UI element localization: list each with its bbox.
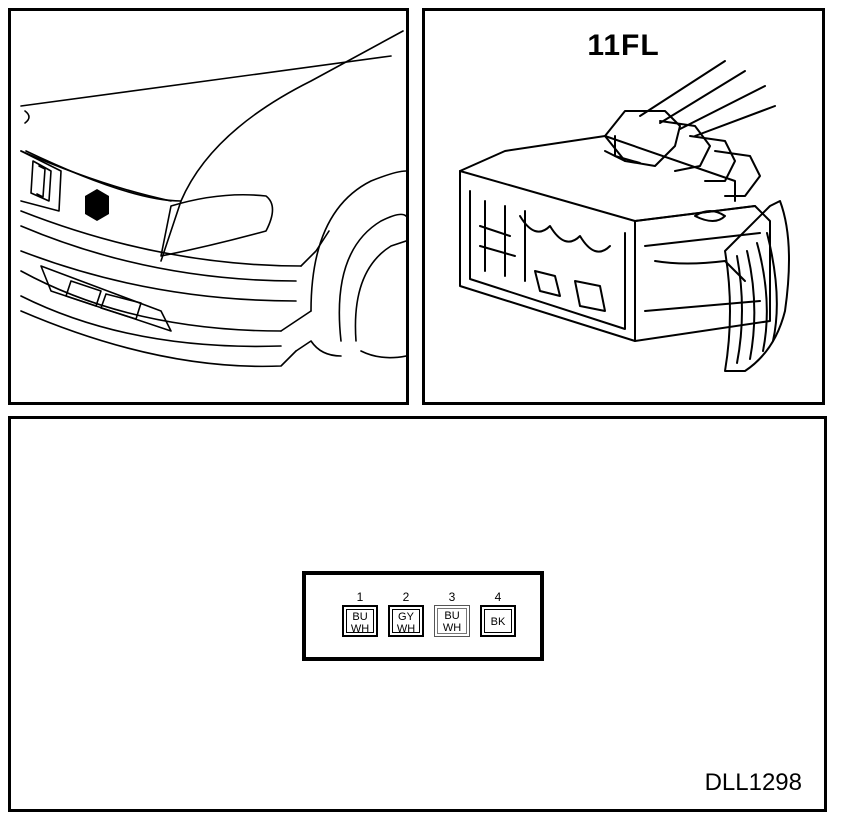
pin-number: 1 <box>356 590 364 604</box>
car-location-panel <box>8 8 409 405</box>
wire-color-stripe: WH <box>442 622 462 634</box>
wire-color-primary: BK <box>490 616 506 628</box>
pin-number: 3 <box>448 590 456 604</box>
bumper-strip <box>40 265 172 332</box>
pin-number: 4 <box>494 590 502 604</box>
wire-color-primary: BU <box>352 611 368 623</box>
pinout-panel: 1 BU WH 2 GY WH 3 BU WH 4 BK D <box>8 416 827 812</box>
pin-cavity: BU WH <box>434 605 470 637</box>
wire <box>639 60 726 117</box>
pin-cavity: GY WH <box>388 605 424 637</box>
bumper-top <box>20 210 302 267</box>
reference-code: DLL1298 <box>704 769 802 796</box>
pin-1: 1 BU WH <box>342 590 378 637</box>
connector-illustration <box>459 60 790 372</box>
pin-3: 3 BU WH <box>434 590 470 637</box>
pin-number: 2 <box>402 590 410 604</box>
connector-pinout: 1 BU WH 2 GY WH 3 BU WH 4 BK <box>302 571 544 661</box>
sensor-location-marker <box>85 189 109 221</box>
pin-2: 2 GY WH <box>388 590 424 637</box>
car-front-illustration <box>20 30 406 368</box>
wire-color-primary: GY <box>398 611 414 623</box>
connector-label: 11FL <box>587 29 660 62</box>
wire-seal <box>604 110 681 167</box>
wire-color-stripe: WH <box>396 623 416 635</box>
wire-color-primary: BU <box>444 610 460 622</box>
headlight <box>160 193 274 257</box>
locking-tab <box>724 200 790 372</box>
tire-outer <box>338 213 406 342</box>
pin-4: 4 BK <box>480 590 516 637</box>
wire-color-stripe: WH <box>350 623 370 635</box>
pin-cavity: BK <box>480 605 516 637</box>
wheel-arch <box>310 170 406 312</box>
connector-panel: 11FL <box>422 8 825 405</box>
housing-front <box>459 170 636 342</box>
hood-line <box>20 55 392 107</box>
pin-cavity: BU WH <box>342 605 378 637</box>
housing-top <box>459 135 736 202</box>
